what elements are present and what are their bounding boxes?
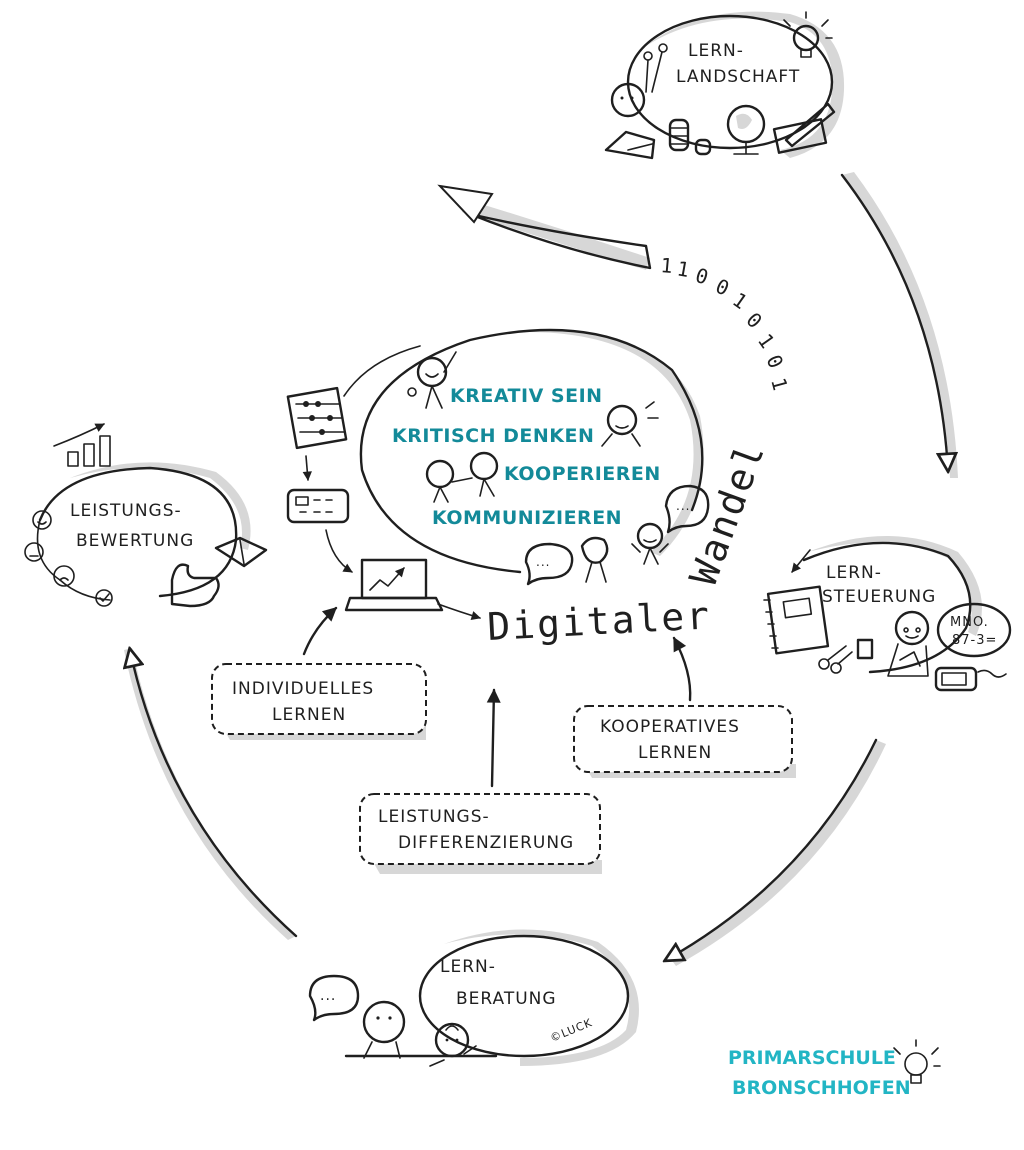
cycle-arrow-to-landschaft — [437, 184, 652, 270]
character — [425, 451, 499, 503]
checkmark-icon — [95, 589, 113, 607]
binary-digit: 0 — [692, 263, 711, 290]
center-cluster: KREATIV SEIN KRITISCH DENKEN KOOPERIEREN… — [343, 328, 774, 649]
binary-digit: 1 — [728, 287, 752, 314]
cycle-arrow-landschaft-to-steuerung — [840, 172, 958, 478]
calculation-speech-bubble: MNO. 87-3= — [936, 602, 1012, 658]
smiley-icon — [24, 542, 44, 562]
cycle-arrow-beratung-to-bewertung — [124, 648, 298, 940]
bubble-text: 87-3= — [952, 633, 997, 648]
box-label-line: KOOPERATIVES — [600, 717, 740, 737]
pencil-icon — [772, 102, 836, 154]
character — [580, 536, 609, 583]
brand-line: PRIMARSCHULE — [728, 1047, 896, 1069]
character — [610, 43, 668, 118]
box-label-line: LERNEN — [638, 743, 712, 763]
character — [429, 1022, 477, 1067]
box-label-line: LERNEN — [272, 705, 346, 725]
abacus-icon — [286, 386, 348, 450]
skill-label: KRITISCH DENKEN — [392, 425, 594, 447]
diagram-title: Digitaler — [486, 593, 712, 649]
signature: ©LUCK — [548, 1016, 594, 1045]
lightbulb-icon — [783, 11, 833, 58]
binary-stream: 1 1 0 0 1 0 1 0 1 — [660, 253, 793, 393]
book-icon — [214, 536, 268, 568]
speech-bubble-icon: ... — [664, 484, 710, 534]
skill-label: KOMMUNIZIEREN — [432, 507, 622, 529]
node-lernlandschaft: LERN- LANDSCHAFT — [604, 11, 845, 160]
node-label-line: LEISTUNGS- — [70, 501, 182, 521]
speech-bubble-icon: ... — [524, 542, 574, 586]
smiley-icon — [53, 565, 75, 587]
node-leistungsbewertung: LEISTUNGS- BEWERTUNG — [24, 423, 268, 608]
node-label-line: LERN- — [688, 41, 744, 61]
binary-digit: 1 — [660, 253, 674, 278]
smiley-icon — [32, 510, 52, 530]
device-flow — [286, 386, 481, 621]
box-leistungsdifferenzierung: LEISTUNGS- DIFFERENZIERUNG — [359, 688, 602, 874]
node-label-line: BERATUNG — [456, 989, 557, 1009]
box-label-line: DIFFERENZIERUNG — [398, 833, 574, 853]
node-lernberatung: LERN- BERATUNG ©LUCK ... — [308, 929, 639, 1067]
speech-bubble-icon: ... — [308, 974, 360, 1022]
coin-stack-icon — [668, 118, 712, 156]
box-label-line: LEISTUNGS- — [378, 807, 490, 827]
binary-digit: 0 — [741, 308, 766, 333]
brand-logo: PRIMARSCHULE BRONSCHHOFEN — [728, 1039, 941, 1099]
tablet-icon — [934, 666, 1007, 692]
laptop-icon — [344, 558, 444, 612]
thumbs-up-icon — [170, 563, 220, 608]
character — [887, 610, 930, 677]
bubble-text: MNO. — [950, 615, 989, 630]
svg-text:...: ... — [320, 988, 336, 1004]
binary-digit: 1 — [675, 256, 691, 282]
binary-digit: 1 — [766, 375, 792, 393]
cup-icon — [856, 638, 874, 660]
skill-label: KREATIV SEIN — [450, 385, 603, 407]
lightbulb-icon — [893, 1039, 941, 1084]
binary-digit: 1 — [753, 329, 780, 353]
cycle-arrow-steuerung-to-beratung — [666, 738, 886, 966]
character — [631, 522, 669, 565]
character — [407, 351, 457, 409]
brand-line: BRONSCHHOFEN — [732, 1077, 911, 1099]
notebook-icon — [763, 585, 830, 655]
scissors-icon — [818, 645, 853, 674]
skill-label: KOOPERIEREN — [504, 463, 661, 485]
node-label-line: LERN- — [440, 957, 496, 977]
bar-chart-icon — [53, 423, 111, 467]
node-label-line: LANDSCHAFT — [676, 67, 800, 87]
svg-text:...: ... — [536, 555, 550, 569]
node-label-line: LERN- — [826, 563, 882, 583]
globe-icon — [726, 104, 766, 155]
node-label-line: BEWERTUNG — [76, 531, 194, 551]
calculator-icon — [286, 488, 350, 524]
svg-text:...: ... — [676, 499, 690, 513]
character — [362, 1000, 406, 1059]
box-label-line: INDIVIDUELLES — [232, 679, 374, 699]
book-icon — [604, 130, 656, 160]
character — [601, 401, 659, 447]
box-individuelles-lernen: INDIVIDUELLES LERNEN — [211, 606, 427, 740]
node-label-line: STEUERUNG — [822, 587, 936, 607]
binary-digit: 0 — [712, 274, 733, 301]
node-lernsteuerung: LERN- STEUERUNG MNO. 87-3= — [763, 536, 1012, 692]
binary-digit: 0 — [761, 351, 788, 372]
box-kooperatives-lernen: KOOPERATIVES LERNEN — [573, 636, 796, 778]
